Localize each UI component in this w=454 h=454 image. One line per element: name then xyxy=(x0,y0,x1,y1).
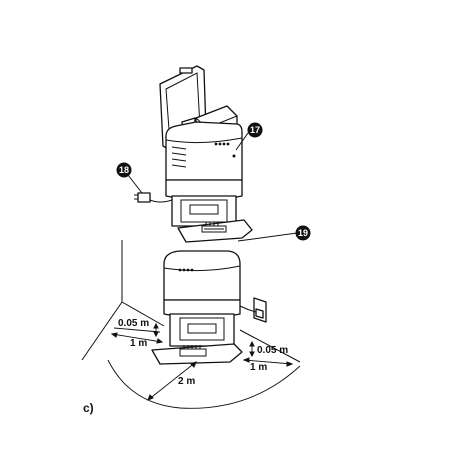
callout-18: 18 xyxy=(117,163,142,193)
arrowhead xyxy=(154,324,158,328)
power-cable xyxy=(150,200,172,202)
arrowhead xyxy=(287,362,292,366)
dim-gap-left-label: 0.05 m xyxy=(118,318,149,329)
station-top-housing xyxy=(166,122,242,180)
callout-19-number: 19 xyxy=(298,228,308,238)
wall-socket xyxy=(240,298,266,322)
arrowhead xyxy=(154,332,158,336)
dim-side-left-label: 1 m xyxy=(130,338,147,349)
dim-front-label: 2 m xyxy=(178,376,195,387)
plug-body xyxy=(138,193,150,202)
station-top-dot xyxy=(233,155,235,157)
callout-18-number: 18 xyxy=(119,165,129,175)
arrowhead xyxy=(157,339,162,343)
callout-18-leader xyxy=(128,175,142,193)
dim-side-right-label: 1 m xyxy=(250,362,267,373)
figure-label: c) xyxy=(83,401,94,415)
arrowhead xyxy=(244,358,249,362)
dim-gap-right-label: 0.05 m xyxy=(257,345,288,356)
arrowhead xyxy=(250,352,254,356)
station-top xyxy=(160,66,252,242)
station-bottom-housing xyxy=(164,251,240,300)
arrowhead xyxy=(250,342,254,346)
station-bottom-ramp xyxy=(152,344,242,364)
station-top-lid-latch xyxy=(180,68,192,73)
arrowhead xyxy=(112,333,117,337)
station-bottom xyxy=(152,251,242,364)
callout-17-number: 17 xyxy=(250,125,260,135)
clearance-arc xyxy=(108,360,300,408)
arrowhead xyxy=(148,395,153,400)
wall-floor-edge xyxy=(82,302,122,360)
wall-socket-plug xyxy=(256,309,263,318)
